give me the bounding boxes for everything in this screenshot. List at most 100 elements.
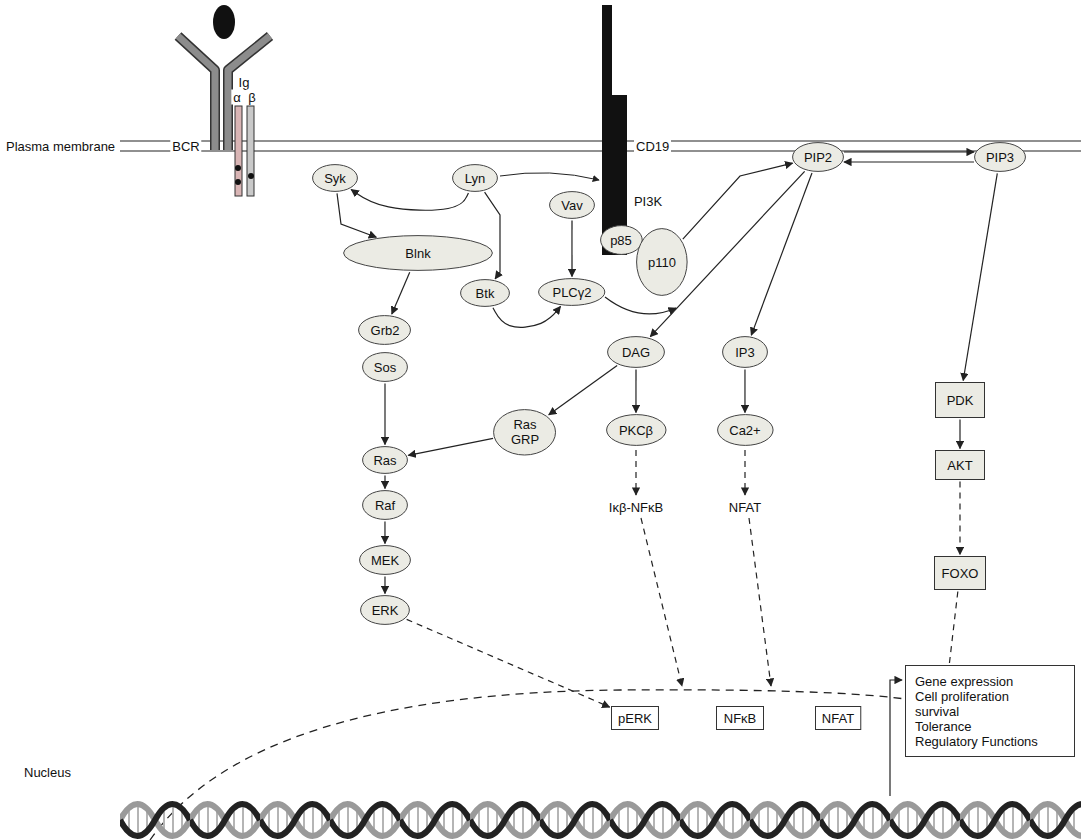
node-text: MEK: [371, 553, 399, 568]
adaptor-node: Blnk: [343, 235, 493, 271]
cd19-receptor: [602, 5, 627, 255]
compartment-label: Nucleus: [22, 765, 73, 780]
node-text: PKCβ: [619, 423, 653, 438]
kinase-node: MEK: [359, 545, 411, 575]
lipid-node: PIP3: [974, 142, 1026, 172]
chain-label: β: [246, 90, 257, 105]
node-text: Blnk: [405, 246, 430, 261]
node-text: NFκB: [724, 711, 757, 726]
node-text: Sos: [374, 360, 396, 375]
signal-arrow: [963, 173, 997, 380]
kinase-node: Raf: [362, 490, 408, 520]
node-text: Lyn: [465, 171, 485, 186]
pi3k-subunit: p110: [636, 228, 688, 296]
node-text: Raf: [375, 498, 395, 513]
signal-arrow: [485, 192, 500, 279]
nuclear-factor-box: NFAT: [815, 706, 861, 730]
node-text: p110: [648, 255, 676, 270]
transcription-factor-box: FOXO: [934, 556, 986, 590]
signal-arrow: [351, 190, 468, 211]
second-messenger: IP3: [722, 336, 768, 368]
enzyme-node: PLCγ2: [538, 278, 605, 306]
second-messenger: DAG: [607, 336, 665, 368]
node-text: PLCγ2: [552, 285, 591, 300]
kinase-node: ERK: [360, 595, 410, 625]
node-text: Grb2: [371, 323, 400, 338]
node-text: IP3: [735, 345, 755, 360]
signal-arrow: [744, 370, 745, 413]
node-text: p85: [610, 233, 632, 248]
node-text: Cell proliferation: [915, 689, 1009, 704]
signal-arrow: [493, 306, 561, 327]
kinase-node: Syk: [312, 164, 358, 192]
outcome-box: Gene expressionCell proliferationsurviva…: [905, 665, 1075, 757]
signal-arrow: [407, 619, 610, 707]
node-text: ERK: [372, 603, 399, 618]
dna-helix: [120, 798, 1081, 840]
signal-arrow: [384, 522, 385, 544]
node-text: FOXO: [942, 566, 979, 581]
kinase-node: Lyn: [452, 164, 498, 192]
bcr-receptor: [178, 5, 270, 150]
lyn-cd19-arrow: [500, 173, 599, 180]
signal-arrow: [384, 384, 385, 445]
kinase-node: Btk: [460, 279, 510, 307]
signal-arrow: [959, 420, 960, 449]
kinase-box: AKT: [935, 450, 985, 480]
signaling-node: Sos: [362, 352, 408, 382]
node-text: Btk: [476, 286, 495, 301]
receptor-label: Ig: [237, 75, 252, 90]
signal-arrow: [549, 366, 617, 415]
adaptor-node: Grb2: [358, 315, 411, 345]
signal-arrow: [392, 272, 410, 314]
kinase-box: PDK: [935, 382, 985, 418]
dashed-arrow: [641, 518, 682, 686]
signal-arrow: [751, 173, 812, 335]
membrane-label: Plasma membrane: [4, 139, 117, 154]
node-text: Ras GRP: [507, 417, 543, 447]
signal-arrow: [635, 370, 636, 413]
node-text: Gene expression: [915, 674, 1013, 689]
node-text: Regulatory Functions: [915, 734, 1038, 749]
factor-label: Iκβ-NFκB: [607, 500, 665, 515]
node-text: Ras: [373, 453, 396, 468]
complex-label: PI3K: [632, 194, 664, 209]
signal-arrow: [408, 438, 493, 455]
signal-arrow: [337, 193, 376, 237]
node-text: pERK: [618, 711, 652, 726]
lipid-node: PIP2: [792, 142, 844, 172]
factor-label: NFAT: [727, 500, 763, 515]
signal-arrow: [384, 476, 385, 489]
node-text: Syk: [324, 171, 346, 186]
nuclear-factor-box: pERK: [611, 706, 659, 730]
chain-label: α: [231, 90, 243, 105]
output-arrow: [890, 680, 902, 796]
node-text: PIP3: [986, 150, 1014, 165]
ion-node: Ca2+: [717, 414, 774, 446]
signaling-node: Ras: [362, 446, 408, 474]
dashed-arrow: [635, 450, 636, 495]
node-text: Tolerance: [915, 719, 971, 734]
node-text: DAG: [622, 345, 650, 360]
dashed-arrow: [744, 450, 745, 495]
signaling-node: Vav: [549, 191, 595, 219]
signal-arrow: [959, 482, 960, 555]
ig-alpha-beta: [235, 106, 254, 196]
node-text: Vav: [561, 198, 582, 213]
node-text: AKT: [947, 458, 972, 473]
receptor-label: BCR: [170, 139, 201, 154]
node-text: Ca2+: [729, 423, 760, 438]
signal-arrow: [844, 161, 974, 162]
dashed-arrow: [749, 518, 771, 686]
pi3k-subunit: p85: [600, 225, 643, 255]
node-text: PDK: [947, 393, 974, 408]
node-text: NFAT: [822, 711, 854, 726]
node-text: survival: [915, 704, 959, 719]
plc-arrow: [605, 297, 676, 314]
node-text: PIP2: [804, 150, 832, 165]
signal-arrow: [571, 221, 572, 277]
kinase-node: PKCβ: [606, 414, 667, 446]
signal-arrow: [844, 151, 974, 152]
nuclear-factor-box: NFκB: [716, 706, 764, 730]
